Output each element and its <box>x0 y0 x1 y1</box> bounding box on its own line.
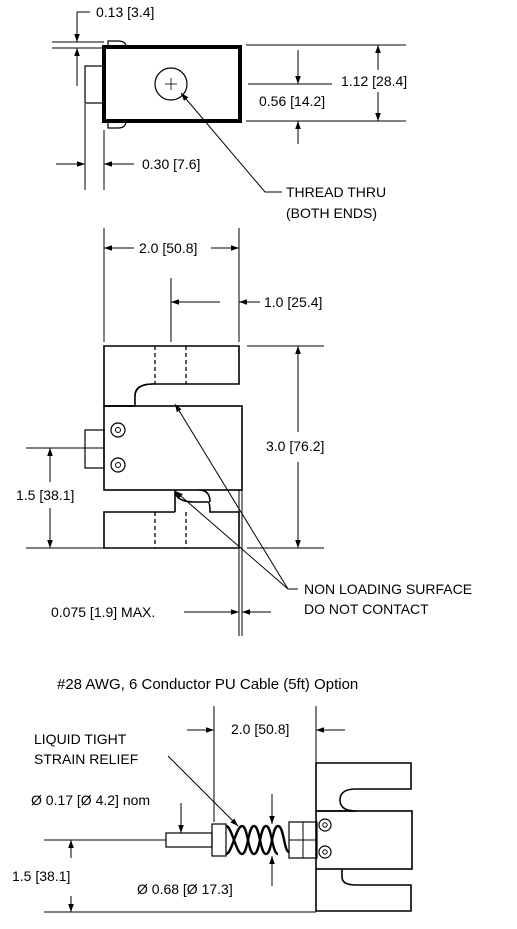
dim-height-label: 1.12 [28.4] <box>341 73 407 89</box>
s-beam-outline <box>103 345 240 407</box>
dim-front-height-label: 3.0 [76.2] <box>266 438 324 454</box>
front-connector <box>84 429 105 469</box>
cable-dim-center-label: 1.5 [38.1] <box>12 868 70 884</box>
dim-width-label: 2.0 [50.8] <box>139 240 197 256</box>
cable-center-block <box>315 810 413 870</box>
screw-upper-icon <box>110 422 126 438</box>
cable-dia-label: Ø 0.17 [Ø 4.2] nom <box>31 792 150 808</box>
s-beam-lower <box>103 489 240 549</box>
center-block <box>103 405 243 491</box>
dim-front-center-label: 1.5 [38.1] <box>16 487 74 503</box>
top-view-tab-upper <box>107 40 127 48</box>
strain-relief-spring <box>211 823 290 857</box>
cable-screw-upper-icon <box>318 818 332 832</box>
relief-callout-line2: STRAIN RELIEF <box>34 751 138 767</box>
relief-dia-label: Ø 0.68 [Ø 17.3] <box>137 881 233 897</box>
dim-plug-label: 0.30 [7.6] <box>142 156 200 172</box>
thread-callout-line2: (BOTH ENDS) <box>286 205 377 221</box>
cable <box>165 832 213 848</box>
cable-option: #28 AWG, 6 Conductor PU Cable (5ft) Opti… <box>12 676 413 913</box>
top-view: 0.13 [3.4] 1.12 [28.4] 0.56 [14.2] 0.30 … <box>52 4 407 221</box>
front-view: 2.0 [50.8] 1.0 [25.4] 3.0 [76.2] <box>16 228 472 636</box>
thread-hole <box>154 67 188 101</box>
top-view-connector <box>84 65 105 104</box>
top-view-tab-lower <box>107 120 127 129</box>
screw-lower-icon <box>110 457 126 473</box>
cable-screw-lower-icon <box>318 845 332 859</box>
dim-half-width-label: 1.0 [25.4] <box>264 294 322 310</box>
cable-option-title: #28 AWG, 6 Conductor PU Cable (5ft) Opti… <box>57 676 358 693</box>
relief-callout-line1: LIQUID TIGHT <box>34 731 127 747</box>
thread-callout-line1: THREAD THRU <box>286 184 386 200</box>
non-loading-callout-line1: NON LOADING SURFACE <box>304 581 472 597</box>
cable-s-beam <box>315 762 412 812</box>
cable-dim-length-label: 2.0 [50.8] <box>231 721 289 737</box>
non-loading-callout-line2: DO NOT CONTACT <box>304 601 429 617</box>
dim-thread-center-label: 0.56 [14.2] <box>259 93 325 109</box>
dim-gap-label: 0.075 [1.9] MAX. <box>51 604 155 620</box>
dim-edge-label: 0.13 [3.4] <box>96 4 154 20</box>
